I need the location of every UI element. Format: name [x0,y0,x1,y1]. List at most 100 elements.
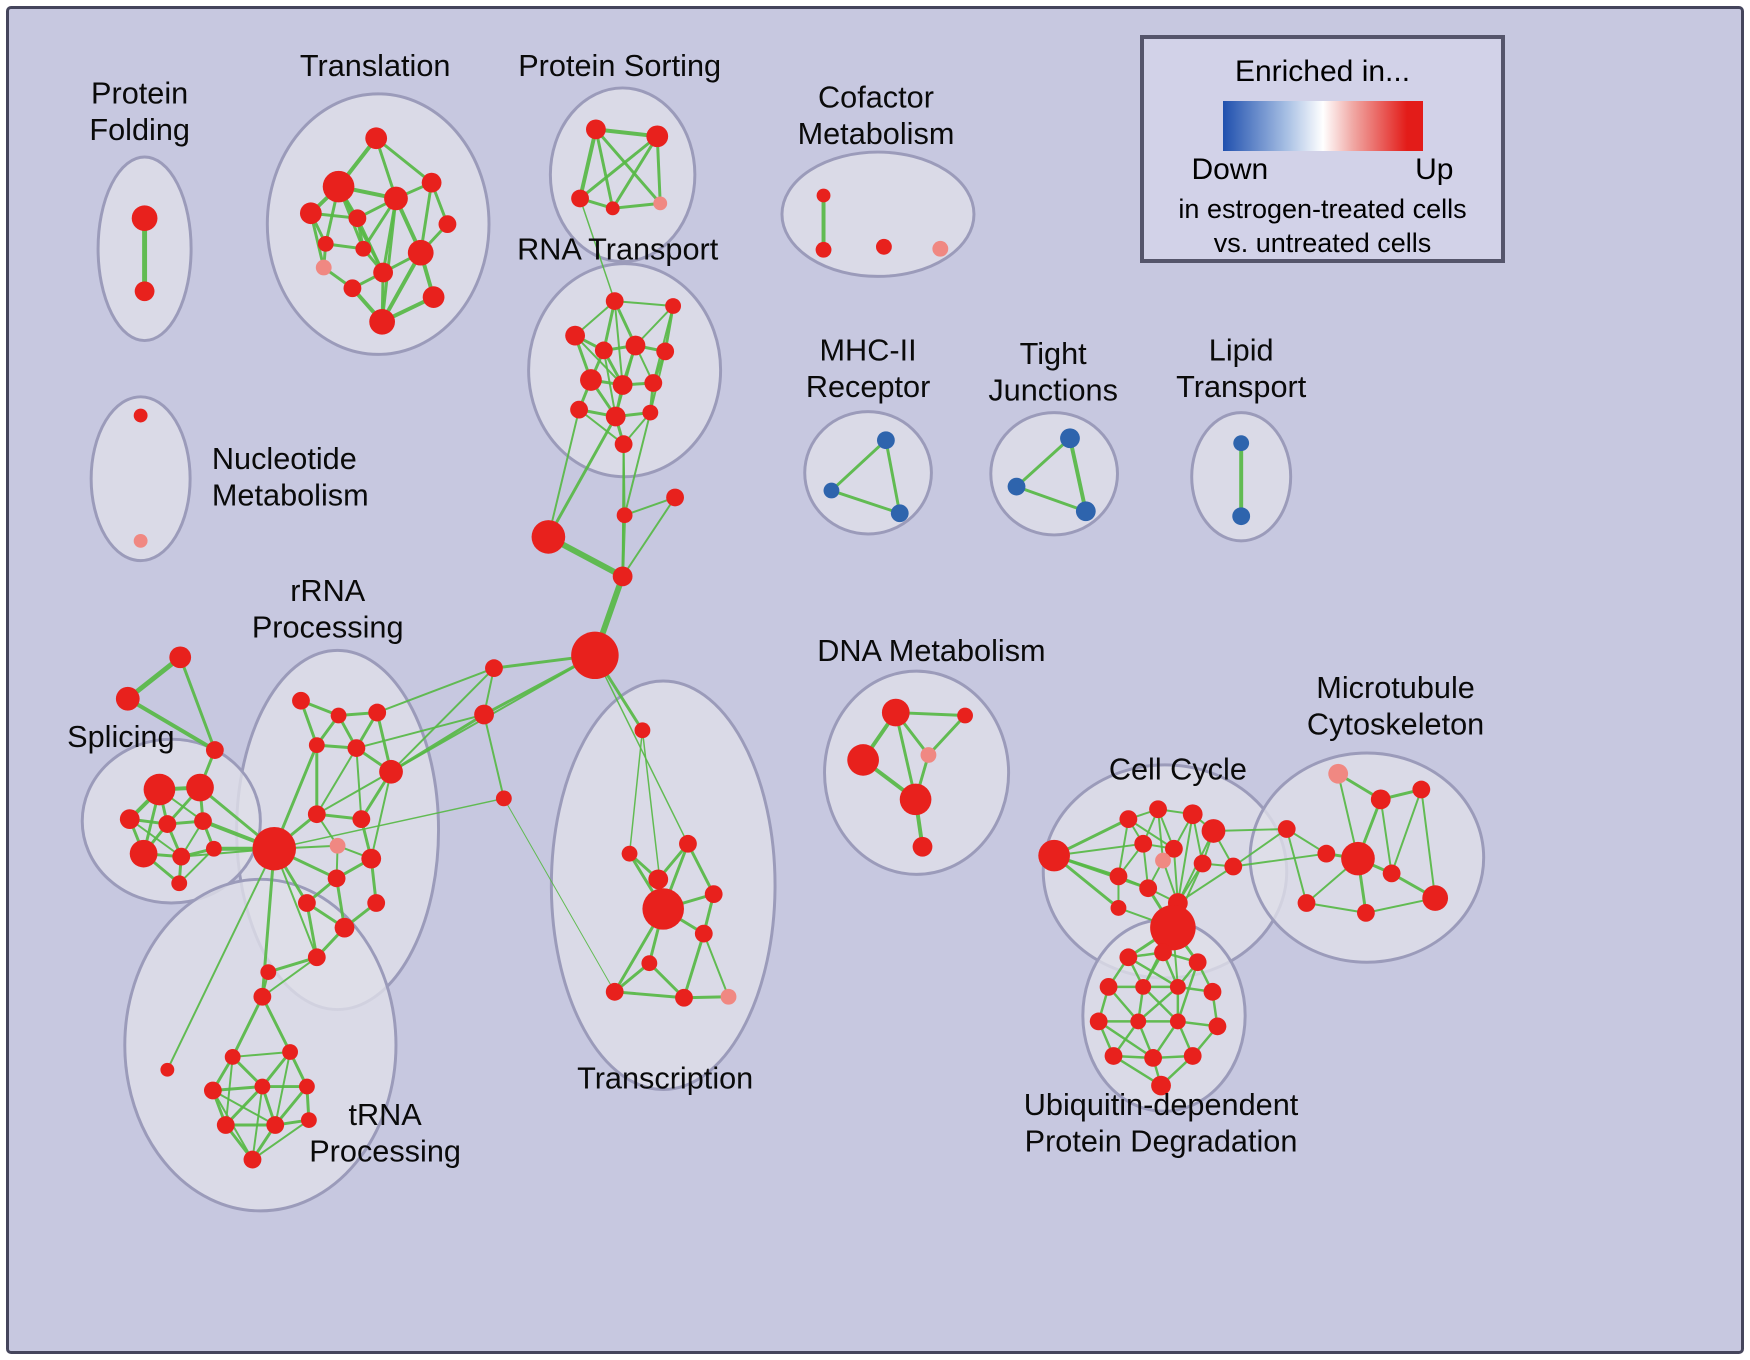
node-tr3 [282,1044,298,1060]
edge-ps3-rt1 [579,197,616,302]
node-cc11 [1109,867,1128,886]
edge-tx7-tx11 [702,932,730,998]
node-rr1 [292,691,310,710]
node-tl11 [315,259,332,276]
node-mc6 [1341,841,1375,876]
node-tr4 [203,1081,222,1100]
node-sp3 [119,809,140,830]
node-rr15 [367,894,386,912]
node-rt11 [605,406,626,427]
cluster-ellipse-mhc-ii-receptor [803,410,933,536]
node-rr7 [252,827,297,871]
node-lt1 [1233,435,1250,452]
node-tl8 [407,239,434,266]
edge-tl5-tl13 [380,196,398,324]
edge-rr16-tr1 [261,956,318,998]
edge-rr6-cx6 [390,667,495,773]
node-mc9 [1297,894,1316,912]
node-tl15 [355,240,372,257]
edge-cc2-cc11 [1117,818,1130,878]
node-cc15 [1110,900,1127,916]
node-sp1 [143,773,176,806]
node-rr16 [307,948,326,967]
edge-rt10-rt13 [578,408,625,446]
edge-mh2-mh3 [829,489,902,515]
legend-gradient [1222,101,1423,151]
node-tl7 [438,215,457,233]
edge-cx7-rr5 [355,713,486,750]
node-dm4 [920,747,937,763]
node-dm5 [899,783,932,816]
edge-ps4-ps5 [611,201,662,210]
legend-caption: in estrogen-treated cells vs. untreated … [1144,192,1501,260]
edge-cc5-mc4 [1212,828,1288,832]
node-tr7 [216,1116,235,1134]
node-cc2 [1119,810,1138,829]
node-tl14 [422,286,445,308]
node-rt8 [612,375,633,395]
node-cx1 [531,520,566,554]
edge-cx3-cx2 [621,513,627,578]
node-rr6 [379,759,403,784]
edge-tj1-tj2 [1015,436,1072,489]
node-rr9 [329,837,346,854]
edge-cx5-tx3 [594,654,689,845]
node-rt13 [614,435,633,454]
node-pf1 [131,205,158,232]
edge-mc9-mc10 [1305,902,1367,914]
edge-sx2-sx3 [125,696,217,753]
edge-tr1-tr2 [231,995,264,1059]
node-cc3 [1149,800,1167,819]
node-rr14 [334,917,355,938]
edge-tx7-tx10 [682,932,706,1000]
edge-rr5-rr10 [355,747,363,821]
edge-cx4-cx2 [621,496,677,578]
node-rt7 [580,369,602,391]
node-cc12 [1139,879,1158,898]
node-rt12 [642,404,659,421]
cluster-label-translation: Translation [300,49,451,83]
node-tx2 [621,845,638,862]
edge-mc3-mc7 [1390,788,1423,875]
node-ub3 [1188,953,1207,972]
edge-cx8-tx9 [503,797,616,993]
node-ps4 [605,201,620,216]
node-ub9 [1130,1013,1147,1030]
node-ub14 [1183,1047,1202,1065]
cluster-label-rna-transport: RNA Transport [517,233,719,267]
edge-rt1-rt2 [613,300,675,308]
node-mc10 [1356,903,1375,922]
legend-scale-labels: Down Up [1192,153,1454,187]
node-rt9 [644,374,663,392]
edge-rr5-rr8 [315,747,358,816]
node-cc5 [1201,819,1226,843]
node-cx2 [612,566,633,587]
cluster-label-transcription: Transcription [577,1062,753,1096]
cluster-ellipse-tight-junctions [989,411,1119,537]
edge-tr2-tr3 [231,1051,292,1058]
node-rr2 [330,707,347,724]
node-mc4 [1277,820,1296,838]
node-rt2 [665,298,682,314]
node-rr13 [297,894,316,912]
node-mc7 [1382,864,1401,883]
node-tl10 [343,279,362,298]
node-cc6 [1134,834,1153,853]
node-ps2 [646,125,669,148]
node-dm1 [881,698,910,727]
edge-ps1-ps4 [594,127,615,210]
node-tl3 [299,202,322,225]
node-ub10 [1169,1013,1186,1030]
node-ub11 [1208,1017,1227,1036]
node-nm2 [133,533,148,548]
node-ub8 [1089,1012,1108,1031]
node-tl5 [384,186,408,211]
edge-rt11-cx1 [546,415,618,539]
edge-ub6-ub9 [1137,985,1180,1023]
